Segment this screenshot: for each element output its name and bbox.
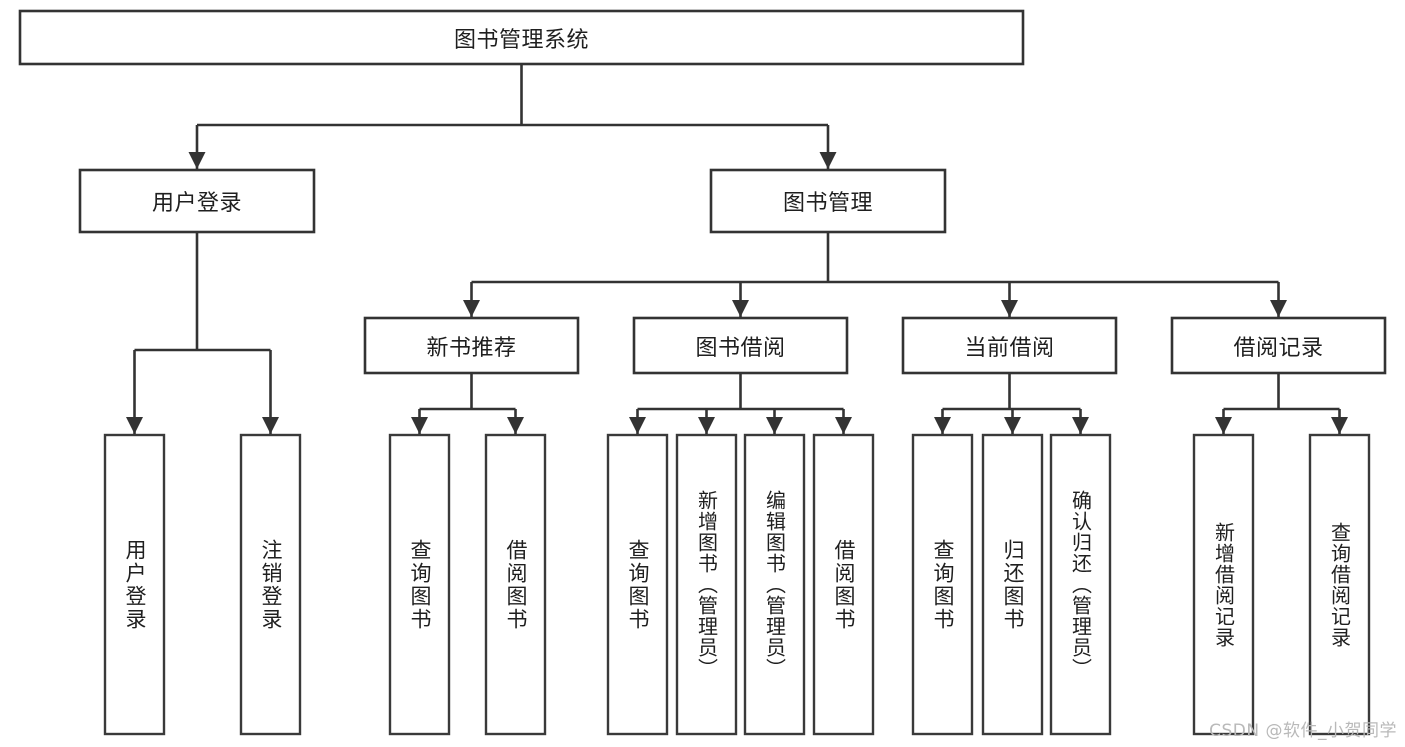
node-box-current[interactable]: [901, 316, 1118, 375]
node-box-borrow[interactable]: [632, 316, 849, 375]
node-box-leaf1[interactable]: [103, 433, 166, 736]
edges-layer: [126, 64, 1348, 434]
arrow-head-icon-leaf10: [1004, 417, 1021, 434]
watermark-text: CSDN @软件_小贺同学: [1209, 721, 1397, 741]
arrow-head-icon-leaf11: [1072, 417, 1089, 434]
arrow-head-icon-leaf8: [835, 417, 852, 434]
arrow-head-icon-newbook: [463, 300, 480, 317]
node-box-leaf2[interactable]: [239, 433, 302, 736]
node-box-root[interactable]: [18, 9, 1025, 66]
arrow-head-icon-login: [188, 152, 206, 169]
node-box-newbook[interactable]: [363, 316, 580, 375]
arrow-head-icon-current: [1001, 300, 1018, 317]
node-box-leaf6[interactable]: [675, 433, 738, 736]
arrow-head-icon-leaf1: [126, 417, 143, 434]
node-box-leaf12[interactable]: [1192, 433, 1255, 736]
arrow-head-icon-borrow: [732, 300, 749, 317]
arrow-head-icon-leaf4: [507, 417, 524, 434]
nodes-layer: [18, 9, 1387, 736]
arrow-head-icon-leaf7: [766, 417, 783, 434]
node-box-leaf7[interactable]: [743, 433, 806, 736]
arrow-head-icon-leaf5: [629, 417, 646, 434]
arrow-head-icon-leaf2: [262, 417, 279, 434]
node-box-login[interactable]: [78, 168, 316, 234]
arrow-head-icon-leaf9: [934, 417, 951, 434]
node-box-bookmgmt[interactable]: [709, 168, 947, 234]
arrow-head-icon-leaf13: [1331, 417, 1348, 434]
node-box-leaf5[interactable]: [606, 433, 669, 736]
node-box-leaf13[interactable]: [1308, 433, 1371, 736]
node-box-leaf4[interactable]: [484, 433, 547, 736]
arrow-head-icon-leaf3: [411, 417, 428, 434]
node-box-leaf3[interactable]: [388, 433, 451, 736]
node-box-leaf9[interactable]: [911, 433, 974, 736]
arrow-head-icon-leaf12: [1215, 417, 1232, 434]
node-box-leaf11[interactable]: [1049, 433, 1112, 736]
arrow-head-icon-bookmgmt: [819, 152, 837, 169]
node-box-leaf10[interactable]: [981, 433, 1044, 736]
node-box-leaf8[interactable]: [812, 433, 875, 736]
arrow-head-icon-leaf6: [698, 417, 715, 434]
arrow-head-icon-records: [1270, 300, 1287, 317]
node-box-records[interactable]: [1170, 316, 1387, 375]
